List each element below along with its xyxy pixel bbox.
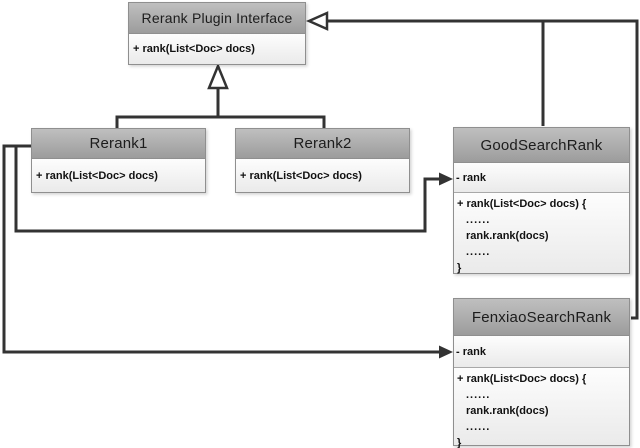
class-name: Rerank1: [32, 129, 205, 159]
code-line: }: [457, 437, 462, 448]
generalization-line-rerank: [115, 88, 326, 128]
code-line: ......: [466, 421, 491, 433]
method-label: + rank(List<Doc> docs): [32, 159, 205, 192]
class-name: FenxiaoSearchRank: [454, 299, 629, 336]
class-fenxiaosearchrank: FenxiaoSearchRank - rank + rank(List<Doc…: [453, 298, 630, 448]
method-label: + rank(List<Doc> docs): [129, 34, 305, 64]
class-rerank2: Rerank2 + rank(List<Doc> docs): [235, 128, 410, 193]
code-line: rank.rank(docs): [466, 230, 549, 242]
code-line: + rank(List<Doc> docs) {: [457, 198, 587, 210]
class-goodsearchrank: GoodSearchRank - rank + rank(List<Doc> d…: [453, 127, 630, 274]
class-name: Rerank Plugin Interface: [129, 3, 305, 34]
code-line: + rank(List<Doc> docs) {: [457, 373, 587, 385]
generalization-arrowhead-top: [207, 62, 229, 90]
code-line: }: [457, 262, 462, 274]
attribute-label: - rank: [454, 163, 629, 193]
association-arrowhead-fenxiaosearchrank: [439, 345, 453, 359]
code-line: ......: [466, 214, 491, 226]
code-line: rank.rank(docs): [466, 405, 549, 417]
code-line: ......: [466, 389, 491, 401]
class-name: GoodSearchRank: [454, 128, 629, 163]
association-arrowhead-goodsearchrank: [439, 172, 453, 186]
class-rerank-plugin-interface: Rerank Plugin Interface + rank(List<Doc>…: [128, 2, 306, 65]
generalization-arrowhead-right: [305, 11, 329, 31]
class-rerank1: Rerank1 + rank(List<Doc> docs): [31, 128, 206, 193]
attribute-label: - rank: [454, 336, 629, 368]
method-body: + rank(List<Doc> docs) { ...... rank.ran…: [454, 368, 629, 448]
method-label: + rank(List<Doc> docs): [236, 159, 409, 192]
class-name: Rerank2: [236, 129, 409, 159]
code-line: ......: [466, 246, 491, 258]
method-body: + rank(List<Doc> docs) { ...... rank.ran…: [454, 193, 629, 274]
